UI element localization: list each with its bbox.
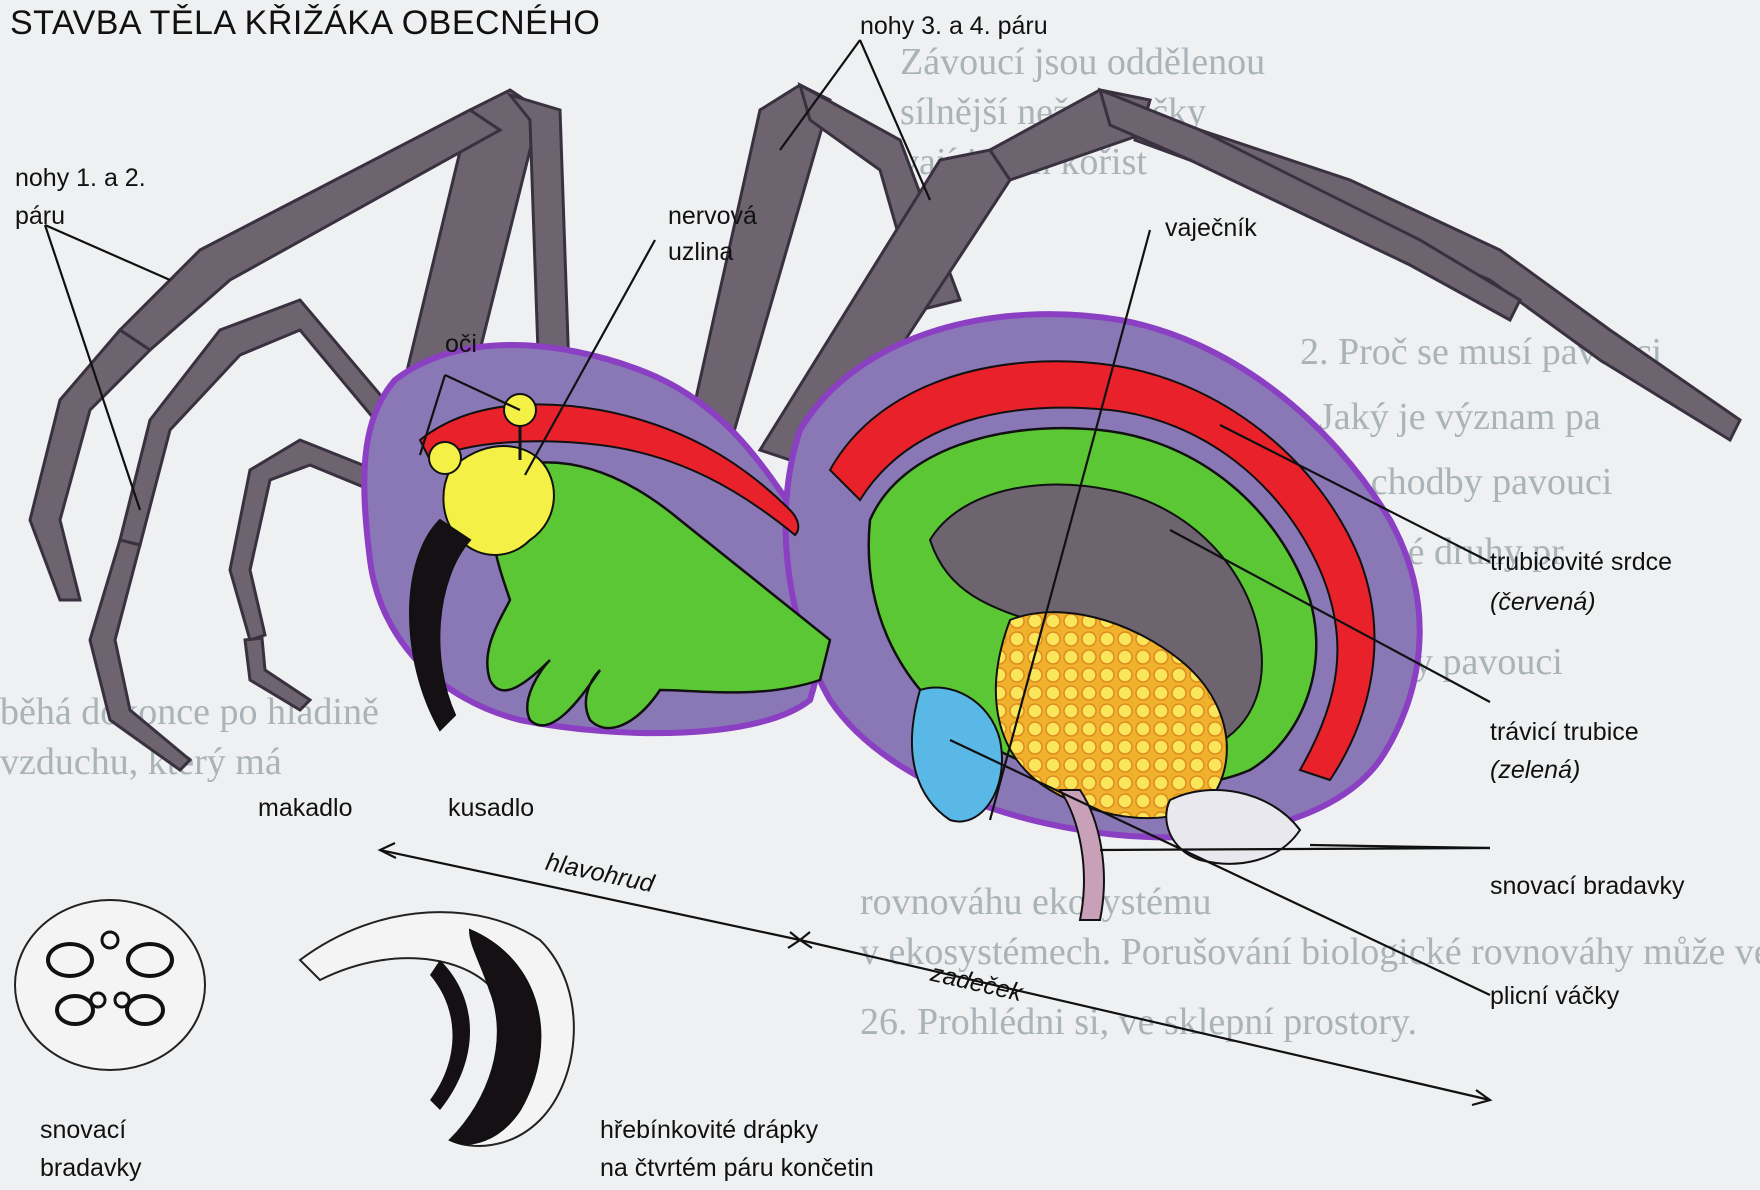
label-detail-spinnerets-line1: snovací [40,1112,126,1148]
label-eyes: oči [445,326,477,362]
label-legs-1-2-line1: nohy 1. a 2. [15,160,146,196]
detail-comb-claws-drawing [300,912,574,1146]
label-gut-line2: (zelená) [1490,752,1580,788]
detail-spinnerets-drawing [15,900,205,1070]
label-heart-line1: trubicovité srdce [1490,544,1672,580]
label-ovary: vaječník [1165,210,1257,246]
label-lungs: plicní váčky [1490,978,1619,1014]
diagram-title: STAVBA TĚLA KŘIŽÁKA OBECNÉHO [10,4,600,43]
label-palp: makadlo [258,790,353,826]
label-ganglion-line1: nervová [668,198,757,234]
label-ganglion-line2: uzlina [668,234,733,270]
label-spinnerets: snovací bradavky [1490,868,1685,904]
label-legs-3-4: nohy 3. a 4. páru [860,8,1048,44]
label-detail-claws-line1: hřebínkovité drápky [600,1112,818,1148]
label-detail-spinnerets-line2: bradavky [40,1150,141,1186]
label-gut-line1: trávicí trubice [1490,714,1639,750]
label-chelicera: kusadlo [448,790,534,826]
label-detail-claws-line2: na čtvrtém páru končetin [600,1150,874,1186]
spider-body [364,314,1419,920]
label-legs-1-2-line2: páru [15,198,65,234]
label-heart-line2: (červená) [1490,584,1596,620]
